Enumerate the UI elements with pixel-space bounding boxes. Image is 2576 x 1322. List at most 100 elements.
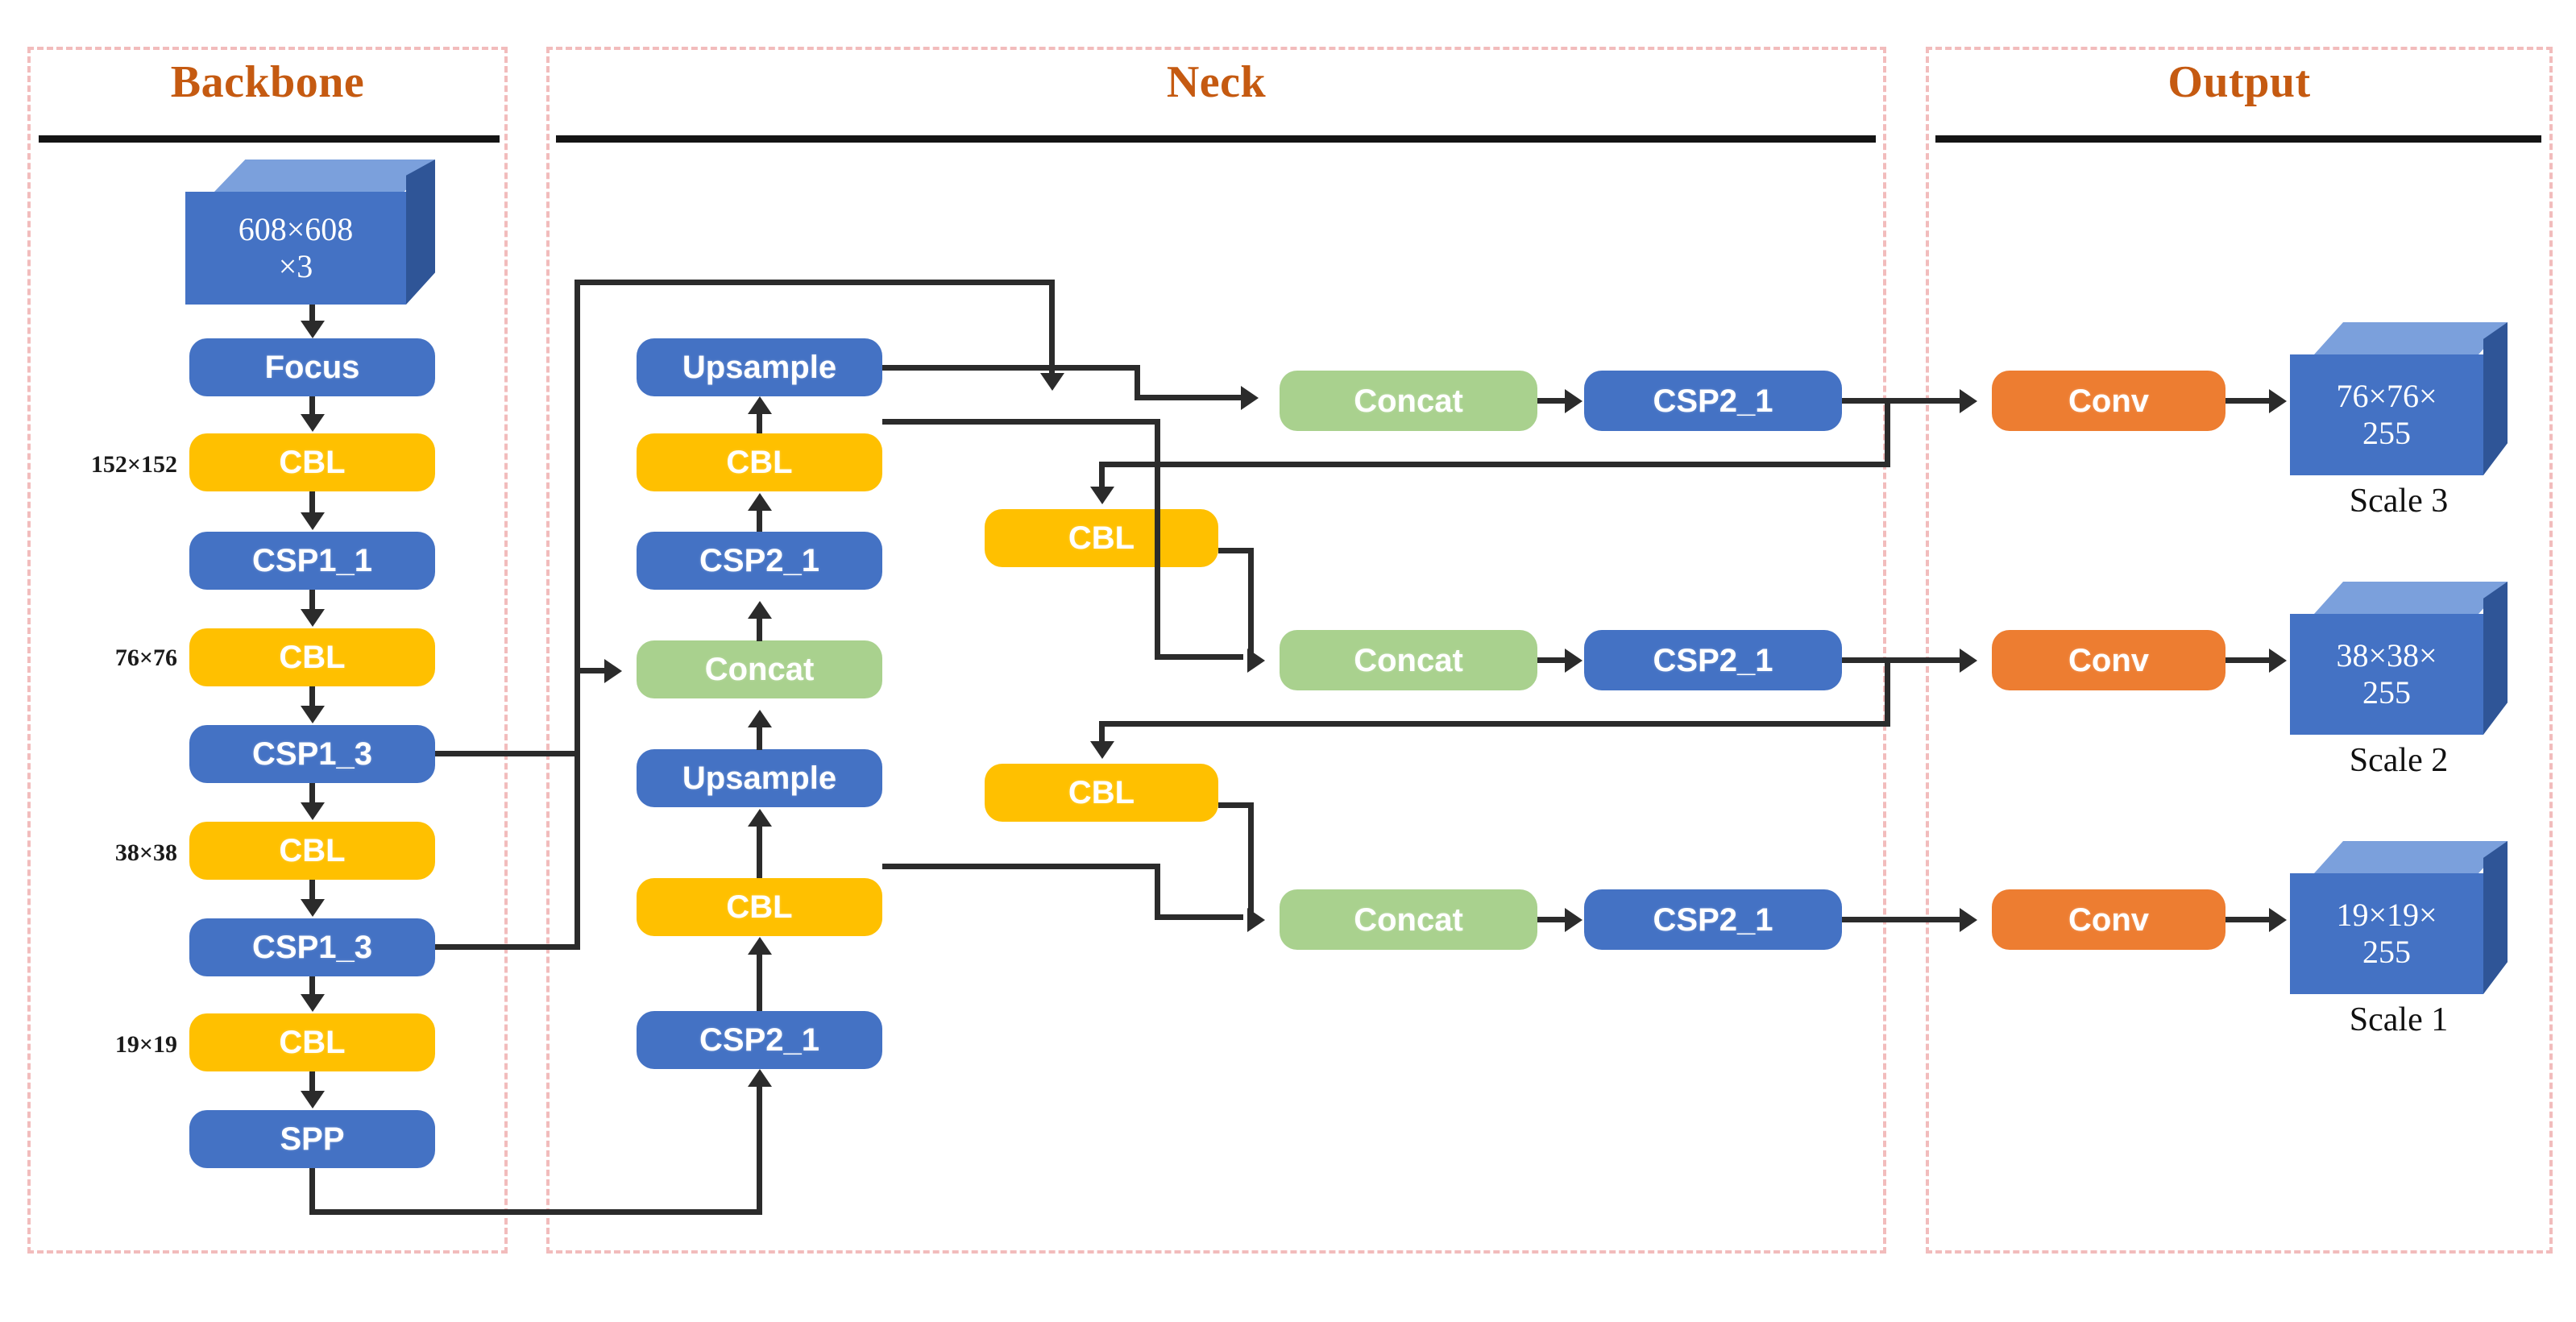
arrowhead-focus-to-cbl1 [301,414,325,432]
arrowhead-cbl3-to-csp13b [301,899,325,917]
rule-neck [556,135,1876,143]
neck-csp2-row3[interactable]: CSP2_1 [1584,889,1842,950]
arrowhead-cbl4-to-spp [301,1091,325,1109]
arrowhead-csp2row2-to-conv2 [1960,649,1977,673]
backbone-block-csp1-1[interactable]: CSP1_1 [189,532,435,590]
wire-neckcbl-lower-into-concat3 [1155,914,1243,920]
resolution-label-152: 152×152 [90,451,177,478]
output-cube-scale3-line1: 76×76× [2336,378,2437,414]
wire-cbl1-dropper [1248,548,1254,655]
wire-csp2row2-run-left [1099,721,1890,727]
arrowhead-csp13b-drop [1040,373,1064,391]
wire-cbl2-out [1218,802,1254,808]
backbone-block-cbl-2[interactable]: CBL [189,628,435,686]
neck-cbl-upper[interactable]: CBL [637,433,882,491]
cube-side-face-scale1 [2483,841,2508,994]
input-cube-line1: 608×608 [238,211,354,247]
wire-concat3-to-csp3 [1537,917,1566,922]
wire-csp13b-riser [575,280,580,950]
wire-cbl1-out [1218,548,1254,553]
resolution-label-38: 38×38 [114,839,177,866]
neck-csp2-1-upper[interactable]: CSP2_1 [637,532,882,590]
wire-csp2row1-dropper [1885,398,1890,467]
wire-cbl3-to-csp13b [309,880,315,901]
backbone-block-cbl-4[interactable]: CBL [189,1013,435,1071]
backbone-block-spp[interactable]: SPP [189,1110,435,1168]
arrowhead-csp2b-to-cbl-lower [748,937,772,955]
wire-cbl-lower-to-upsample-lower [757,827,762,878]
wire-neckcbl-upper-dropper [1155,419,1160,654]
panel-output [1926,47,2553,1254]
arrowhead-csp2row2-to-cbl2 [1090,741,1114,759]
neck-csp2-row2[interactable]: CSP2_1 [1584,630,1842,690]
neck-csp2-1-bottom[interactable]: CSP2_1 [637,1011,882,1069]
output-cube-scale3: 76×76× 255 [2290,322,2508,475]
cube-side-face-scale3 [2483,322,2508,475]
cube-front-face: 608×608 ×3 [185,192,406,305]
cube-top-face-scale1 [2314,841,2508,873]
neck-concat-left[interactable]: Concat [637,640,882,698]
neck-csp2-row1[interactable]: CSP2_1 [1584,371,1842,431]
arrowhead-upsample-top-into-concat1 [1241,386,1259,410]
wire-concat2-to-csp2 [1537,657,1566,663]
output-cube-scale2-line2: 255 [2362,674,2411,711]
arrowhead-conv1-to-cube1 [2269,908,2287,932]
neck-concat-row1[interactable]: Concat [1280,371,1537,431]
neck-concat-row2[interactable]: Concat [1280,630,1537,690]
arrowhead-cbl-upper-to-upsample-top [748,396,772,414]
wire-spp-run [309,1209,762,1215]
neck-cbl-lower[interactable]: CBL [637,878,882,936]
backbone-block-focus[interactable]: Focus [189,338,435,396]
neck-upsample-lower[interactable]: Upsample [637,749,882,807]
input-tensor-cube: 608×608 ×3 [185,160,435,305]
output-conv-scale3[interactable]: Conv [1992,371,2225,431]
resolution-label-19: 19×19 [114,1031,177,1058]
panel-title-backbone: Backbone [170,57,365,107]
wire-conv2-to-cube2 [2225,657,2271,663]
wire-csp2row1-run-left [1099,462,1890,467]
output-conv-scale2[interactable]: Conv [1992,630,2225,690]
neck-concat-row3[interactable]: Concat [1280,889,1537,950]
backbone-block-csp1-3-b[interactable]: CSP1_3 [189,918,435,976]
cube-side-face [406,160,435,305]
output-conv-scale1[interactable]: Conv [1992,889,2225,950]
wire-spp-riser [757,1087,762,1214]
wire-cbl-upper-to-upsample-top [757,412,762,433]
wire-cbl1-to-csp11 [309,491,315,512]
arrowhead-cbl2-into-concat3 [1247,908,1265,932]
neck-downsample-cbl-2[interactable]: CBL [985,764,1218,822]
wire-cbl2-dropper [1248,802,1254,915]
output-scale2-label: Scale 2 [2349,742,2449,779]
wire-upsample-lower-to-concat [757,727,762,750]
wire-neckcbl-upper-out [882,419,1160,425]
rule-output [1935,135,2541,143]
neck-downsample-cbl-1[interactable]: CBL [985,509,1218,567]
wire-csp13b-out [435,944,580,950]
wire-csp2row3-to-conv1 [1842,917,1963,922]
neck-upsample-top[interactable]: Upsample [637,338,882,396]
wire-csp13b-to-cbl4 [309,976,315,996]
wire-csp11-to-cbl2 [309,590,315,611]
cube-side-face-scale2 [2483,582,2508,735]
arrowhead-concat1-to-csp1 [1565,389,1583,413]
arrowhead-csp2u-to-cbl-upper [748,493,772,511]
arrowhead-spp-to-csp2b [748,1069,772,1087]
wire-csp2b-to-cbl-lower [757,955,762,1011]
wire-csp2row2-dropper [1885,657,1890,727]
cube-top-face-scale3 [2314,322,2508,354]
wire-concat-to-csp2u [757,619,762,641]
cube-front-face-scale2: 38×38× 255 [2290,614,2483,735]
wire-neckcbl-lower-dropper [1155,864,1160,920]
wire-csp13a-out [435,751,580,756]
backbone-block-csp1-3-a[interactable]: CSP1_3 [189,725,435,783]
arrowhead-cbl1-to-csp11 [301,512,325,530]
wire-upsample-top-into-concat1 [1135,395,1244,400]
backbone-block-cbl-1[interactable]: CBL [189,433,435,491]
rule-backbone [39,135,500,143]
cube-front-face-scale3: 76×76× 255 [2290,354,2483,475]
panel-backbone [27,47,508,1254]
backbone-block-cbl-3[interactable]: CBL [189,822,435,880]
wire-csp13b-top-run [575,280,1055,285]
output-cube-scale1-line1: 19×19× [2336,897,2437,933]
